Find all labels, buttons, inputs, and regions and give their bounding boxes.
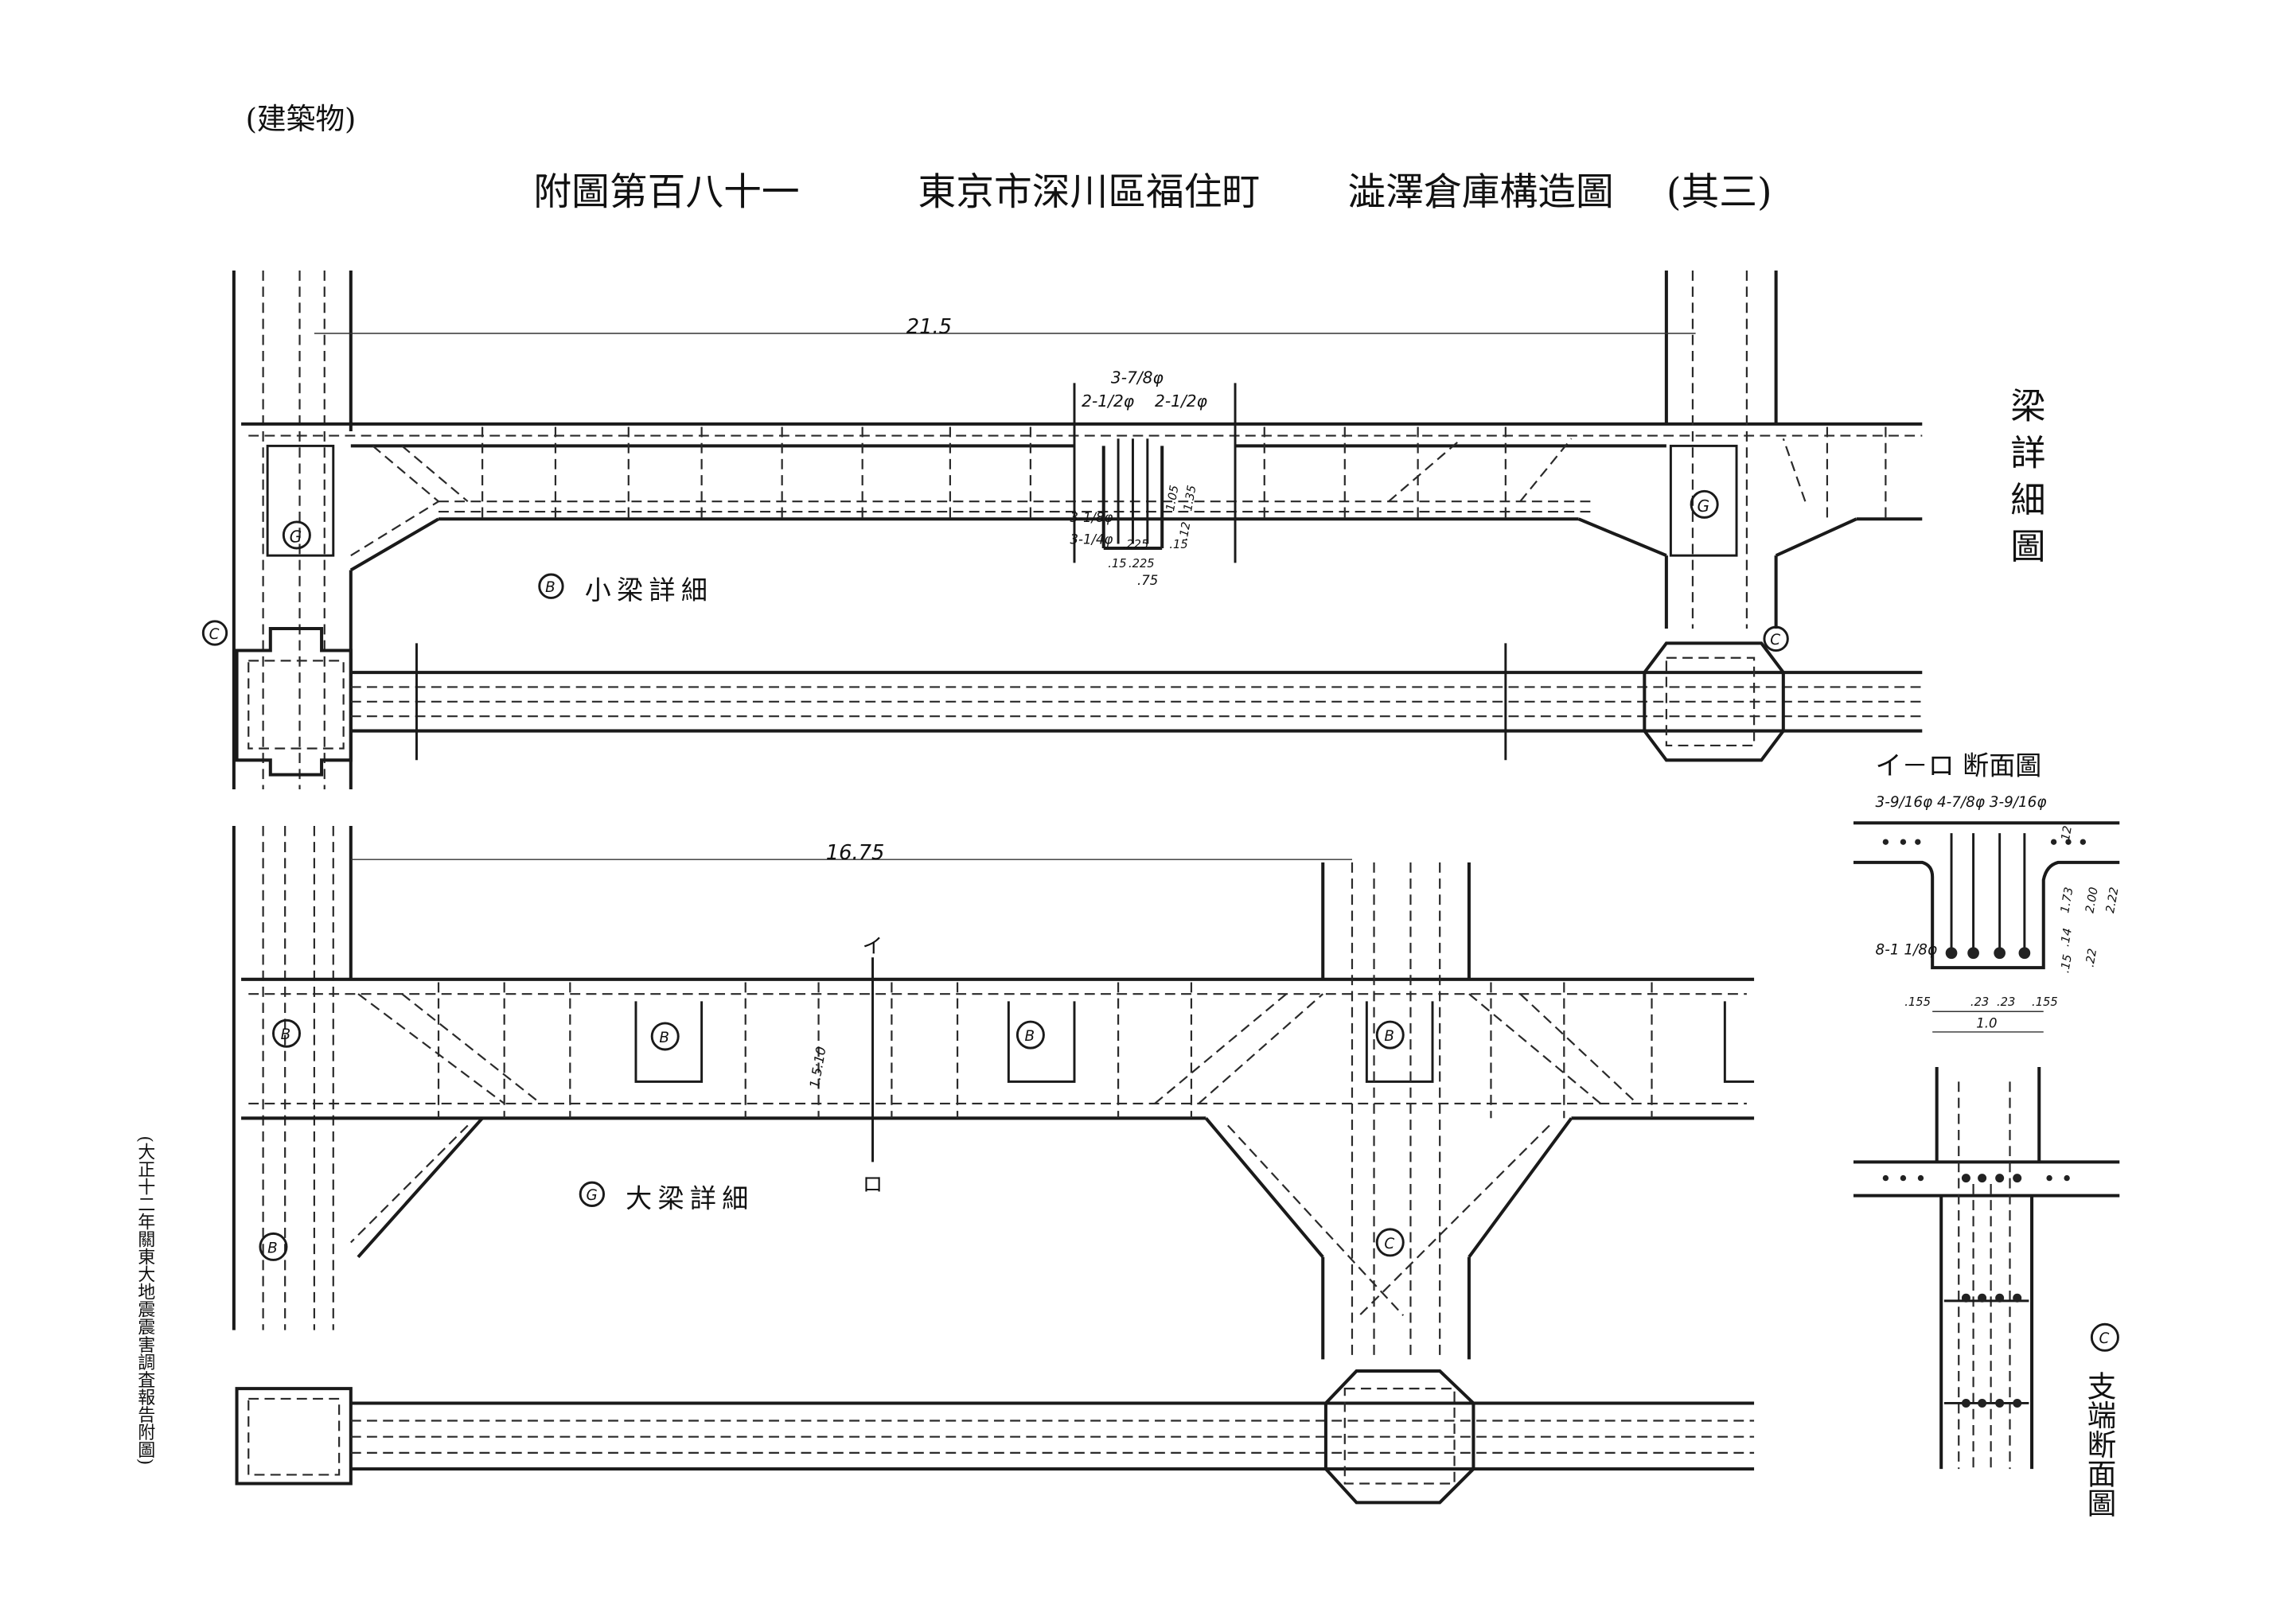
section-ir-rebar-top: 3-9/16φ 4-7/8φ 3-9/16φ xyxy=(1876,794,2047,811)
dim-c: .15 xyxy=(1108,557,1126,571)
mark-b-2: B xyxy=(659,1030,669,1046)
mark-c-right: C xyxy=(1770,632,1780,648)
rebar-bottom-2: 3-1/4φ xyxy=(1070,532,1113,547)
rebars xyxy=(1882,839,2087,960)
dim-h1: 1.05 xyxy=(1164,485,1181,512)
dim-d: .225 xyxy=(1128,557,1155,571)
mark-b-1: B xyxy=(281,1026,291,1043)
mark-c-left: C xyxy=(209,626,220,643)
section-ir-width: 1.0 xyxy=(1976,1015,1997,1030)
mark-b-5: B xyxy=(267,1240,278,1256)
small-beam-elevation: 21.5 3-7/8φ 2-1/2φ 2-1/2φ 3-1/8φ 3-1/4φ … xyxy=(232,270,1923,790)
support-section-title: 支端断面圖 xyxy=(2082,1371,2116,1517)
small-beam-plan: C C xyxy=(201,620,1923,777)
large-beam-plan xyxy=(235,1369,1755,1505)
web-dim: 1.5:10 xyxy=(807,1046,829,1089)
stirrups xyxy=(437,982,1653,1119)
drawing-part: (其三) xyxy=(1666,170,1772,214)
section-mark-top: イ xyxy=(863,935,883,959)
section-mark-bottom: ロ xyxy=(863,1173,883,1197)
dim-v-5: .15 xyxy=(2058,953,2075,974)
rebar-mid-right: 2-1/2φ xyxy=(1155,391,1208,411)
support-section: C 支端断面圖 xyxy=(1853,1067,2120,1517)
rebar-top: 3-7/8φ xyxy=(1111,368,1164,387)
rebar-mid-left: 2-1/2φ xyxy=(1082,391,1135,411)
dim-h-0: .155 xyxy=(1904,995,1931,1009)
large-beam-span: 16.75 xyxy=(826,841,885,865)
dim-v-6: .22 xyxy=(2083,948,2099,968)
small-beam-label: 小梁詳細 xyxy=(585,574,714,606)
dim-a: .225 xyxy=(1123,538,1149,551)
dim-v-0: .12 xyxy=(2058,825,2075,846)
dim-h-2: .23 xyxy=(1997,995,2015,1009)
dim-v-2: 2.00 xyxy=(2083,886,2100,914)
large-beam-label: 大梁詳細 xyxy=(626,1182,754,1213)
dim-v-3: 2.22 xyxy=(2103,886,2121,914)
mark-b-4: B xyxy=(1384,1028,1394,1045)
category-label: (建築物) xyxy=(246,102,357,136)
dim-e: .75 xyxy=(1137,573,1158,588)
dim-v-4: .14 xyxy=(2058,927,2075,948)
location: 東京市深川區福住町 xyxy=(918,170,1260,214)
mark-g-left: G xyxy=(290,528,302,547)
dim-h-1: .23 xyxy=(1970,995,1989,1009)
small-beam-span: 21.5 xyxy=(906,315,952,339)
support-mark: C xyxy=(2099,1330,2110,1347)
dim-v-1: 1.73 xyxy=(2058,886,2076,914)
dim-b: .15 xyxy=(1169,538,1187,551)
small-beam-mark: B xyxy=(545,579,555,596)
mark-b-3: B xyxy=(1025,1028,1035,1045)
mark-g-right: G xyxy=(1697,497,1709,516)
section-ir-title: イ－ロ 断面圖 xyxy=(1876,750,2042,781)
side-note: (大正十二年關東大地震震害調査報告附圖) xyxy=(134,1135,155,1465)
dim-h2: 1.35 xyxy=(1181,485,1199,512)
drawing-title: 澁澤倉庫構造圖 xyxy=(1347,170,1613,214)
dim-h-3: .155 xyxy=(2032,995,2058,1009)
large-beam-elevation: 16.75 イ ロ 1.5:10 B B B B B C G 大梁詳細 xyxy=(232,825,1755,1360)
plate-number: 附圖第百八十一 xyxy=(533,170,799,214)
dim-h3: .12 xyxy=(1177,521,1194,542)
mark-c-mid: C xyxy=(1384,1236,1394,1252)
beam-detail-title: 梁詳細圖 xyxy=(2004,388,2044,574)
rebar-bottom-1: 3-1/8φ xyxy=(1070,510,1113,525)
section-ir-rebar-bottom: 8-1 1/8φ xyxy=(1876,942,1937,959)
large-beam-mark: G xyxy=(587,1187,598,1204)
rebars xyxy=(1882,1174,2070,1408)
section-ir: イ－ロ 断面圖 3-9/16φ 4-7/8φ 3-9/16φ 8-1 1/8φ … xyxy=(1853,750,2122,1033)
